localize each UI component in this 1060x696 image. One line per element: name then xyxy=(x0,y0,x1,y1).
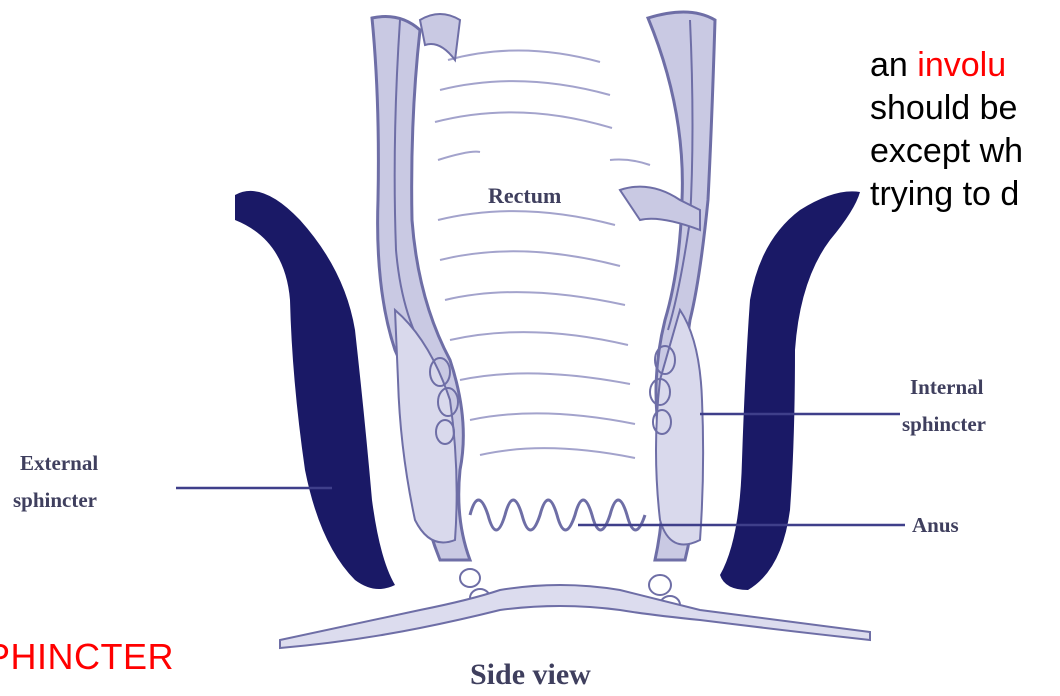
external-sphincter-left xyxy=(235,191,395,589)
explanation-line-3: except wh xyxy=(870,130,1023,173)
external-sphincter-label-line2: sphincter xyxy=(13,488,97,512)
external-sphincter-right xyxy=(720,191,860,590)
explanation-line-2: should be xyxy=(870,87,1023,130)
internal-sphincter-label-line2: sphincter xyxy=(902,412,986,436)
vessel-loops xyxy=(430,346,680,614)
external-sphincter-label-line1: External xyxy=(20,451,98,475)
explanation-prefix: an xyxy=(870,46,917,84)
explanation-line-1: an involu xyxy=(870,44,1023,87)
rectum-texture xyxy=(435,50,650,458)
anus-label: Anus xyxy=(912,513,959,537)
side-view-label: Side view xyxy=(470,658,591,691)
section-caption: PHINCTER xyxy=(0,636,174,678)
explanation-line-4: trying to d xyxy=(870,173,1023,216)
explanation-text: an involu should be except wh trying to … xyxy=(870,44,1023,216)
rectum-label: Rectum xyxy=(488,183,561,208)
explanation-highlight: involu xyxy=(917,46,1006,84)
skin-line xyxy=(280,585,870,648)
internal-sphincter-label-line1: Internal xyxy=(910,375,984,399)
